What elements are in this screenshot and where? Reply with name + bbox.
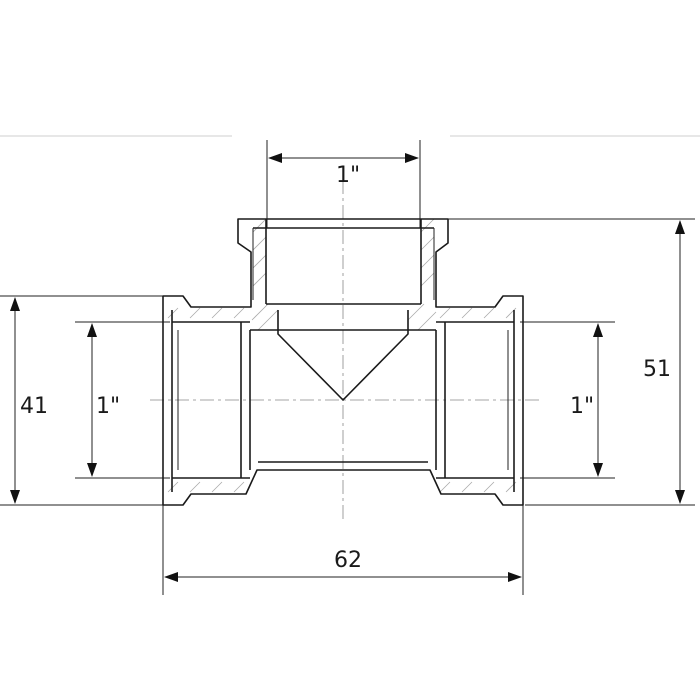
dim-label-62: 62 <box>334 548 362 573</box>
dim-label-right-port: 1" <box>570 394 594 419</box>
section-hatching <box>167 218 517 493</box>
center-lines <box>150 180 540 520</box>
dimension-lines <box>10 153 685 582</box>
dim-label-51: 51 <box>643 357 671 382</box>
right-port-bore <box>435 310 515 492</box>
dim-label-41: 41 <box>20 394 48 419</box>
dim-label-left-port: 1" <box>96 394 120 419</box>
dim-label-top-port: 1" <box>336 163 360 188</box>
tee-outer-outline <box>162 218 524 506</box>
run-walls <box>250 329 436 463</box>
dimension-labels: 1" 41 1" 1" 51 62 <box>20 163 671 573</box>
left-port-bore <box>171 310 251 492</box>
drill-cone <box>277 310 409 401</box>
top-port-bore <box>252 219 435 305</box>
extension-lines <box>0 140 695 595</box>
